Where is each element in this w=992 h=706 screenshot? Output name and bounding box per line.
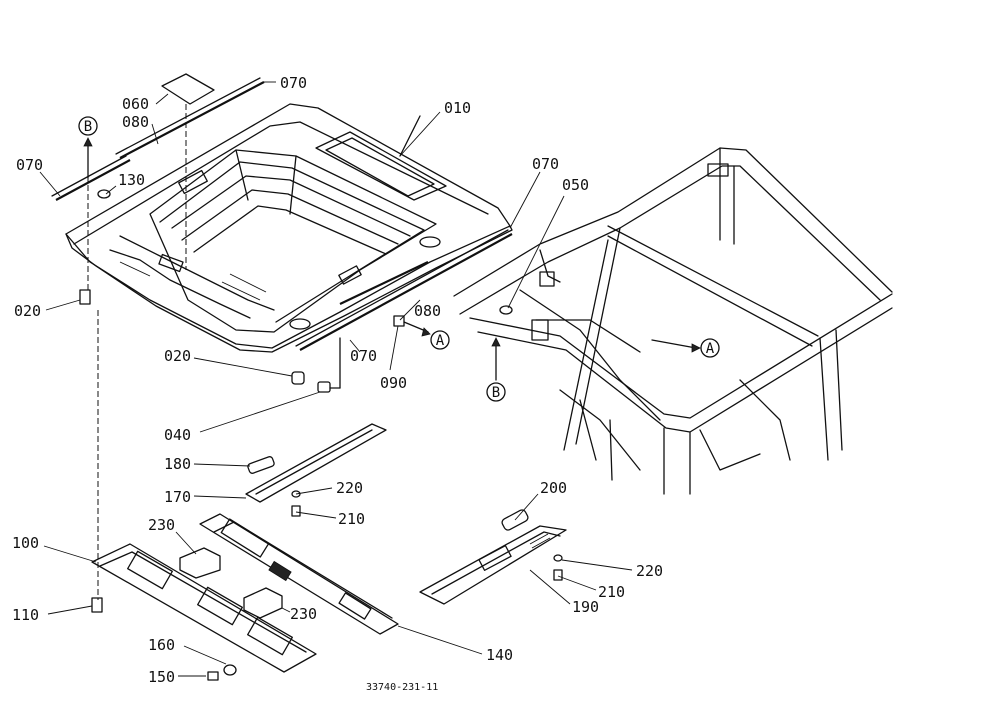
part-label: 070 (280, 74, 307, 92)
part-label: 190 (572, 598, 599, 616)
part-label: 090 (380, 374, 407, 392)
reference-circle-a (430, 330, 450, 350)
leader-lines (39, 81, 633, 677)
part-label: 230 (290, 605, 317, 623)
panel-140 (199, 513, 399, 635)
tray-100 (91, 543, 317, 673)
part-label: 210 (338, 510, 365, 528)
pad-230-a (179, 547, 221, 579)
part-label: 060 (122, 95, 149, 113)
strip-170-inner (255, 429, 373, 495)
cab-frame (453, 147, 893, 495)
alignment-lines (87, 104, 341, 600)
part-label: 220 (636, 562, 663, 580)
part-label: 110 (12, 606, 39, 624)
part-label: 220 (336, 479, 363, 497)
seal-strips (51, 77, 513, 351)
part-label: 130 (118, 171, 145, 189)
part-label: 200 (540, 479, 567, 497)
part-label: 150 (148, 668, 175, 686)
pad-230-b (243, 587, 283, 619)
reference-label: B (84, 119, 92, 135)
document-number: 33740-231-11 (366, 682, 438, 693)
part-label: 230 (148, 516, 175, 534)
part-label: 080 (122, 113, 149, 131)
part-label: 140 (486, 646, 513, 664)
strip-170 (245, 423, 387, 503)
reference-arrows (83, 137, 701, 381)
part-label: 020 (14, 302, 41, 320)
part-label: 050 (562, 176, 589, 194)
part-label: 010 (444, 99, 471, 117)
reference-label: B (492, 385, 500, 401)
part-label: 020 (164, 347, 191, 365)
reference-circle-a (700, 338, 720, 358)
pad-060 (161, 73, 215, 105)
part-label: 070 (16, 156, 43, 174)
part-label: 070 (350, 347, 377, 365)
part-label: 210 (598, 583, 625, 601)
part-label: 180 (164, 455, 191, 473)
part-label: 100 (12, 534, 39, 552)
part-label: 070 (532, 155, 559, 173)
panel-190 (419, 525, 567, 605)
fasteners (79, 189, 563, 681)
reference-markers: B A B A (78, 116, 720, 402)
pad-180 (247, 456, 275, 474)
part-label: 080 (414, 302, 441, 320)
part-label: 170 (164, 488, 191, 506)
part-label: 040 (164, 426, 191, 444)
reference-label: A (436, 333, 445, 349)
part-labels: 070 060 080 010 070 130 070 050 020 080 … (12, 74, 663, 686)
reference-circle-b (486, 382, 506, 402)
reference-label: A (706, 341, 715, 357)
reference-circle-b (78, 116, 98, 136)
roof-panel-010 (65, 103, 513, 353)
part-label: 160 (148, 636, 175, 654)
